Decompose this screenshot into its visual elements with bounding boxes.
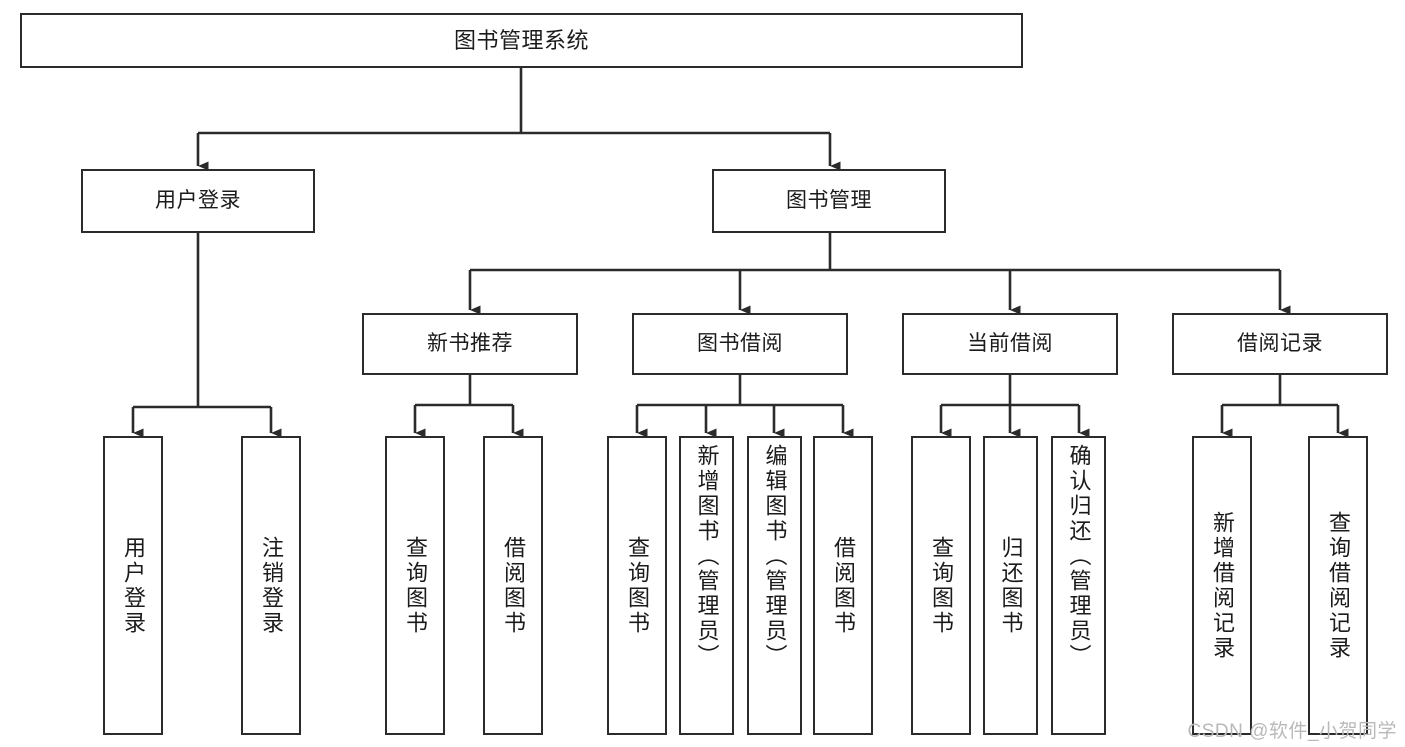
leaf-user-logout[interactable]: 注销登录 (241, 436, 301, 735)
node-label: 查询图书 (929, 535, 954, 636)
node-user-login[interactable]: 用户登录 (81, 169, 315, 233)
leaf-query-book-recommend[interactable]: 查询图书 (385, 436, 445, 735)
leaf-query-book-current[interactable]: 查询图书 (911, 436, 971, 735)
node-label: 图书借阅 (697, 331, 783, 355)
node-label: 新增借阅记录 (1210, 510, 1235, 661)
node-label: 注销登录 (259, 535, 284, 636)
node-label: 图书管理 (786, 188, 872, 212)
leaf-add-book-admin[interactable]: 新增图书（管理员） (679, 436, 734, 735)
node-label: 用户登录 (155, 188, 241, 212)
node-label: 借阅记录 (1237, 331, 1323, 355)
leaf-user-login[interactable]: 用户登录 (103, 436, 163, 735)
leaf-borrow-book[interactable]: 借阅图书 (813, 436, 873, 735)
leaf-confirm-return-admin[interactable]: 确认归还（管理员） (1051, 436, 1106, 735)
node-book-management[interactable]: 图书管理 (712, 169, 946, 233)
node-label: 查询图书 (625, 535, 650, 636)
node-label: 查询图书 (403, 535, 428, 636)
node-new-book-recommend[interactable]: 新书推荐 (362, 313, 578, 375)
node-label: 借阅图书 (831, 535, 856, 636)
node-label: 归还图书 (998, 535, 1024, 636)
node-label: 编辑图书（管理员） (762, 444, 788, 669)
leaf-return-book[interactable]: 归还图书 (983, 436, 1038, 735)
node-label: 查询借阅记录 (1326, 510, 1351, 661)
node-root-system[interactable]: 图书管理系统 (20, 13, 1023, 68)
watermark-text: CSDN @软件_小贺同学 (1187, 721, 1397, 742)
node-label: 借阅图书 (501, 535, 526, 636)
node-label: 当前借阅 (967, 331, 1053, 355)
node-label: 图书管理系统 (453, 27, 589, 53)
node-label: 用户登录 (121, 535, 146, 636)
leaf-edit-book-admin[interactable]: 编辑图书（管理员） (747, 436, 802, 735)
node-book-borrow[interactable]: 图书借阅 (632, 313, 848, 375)
leaf-borrow-book-recommend[interactable]: 借阅图书 (483, 436, 543, 735)
node-borrow-record[interactable]: 借阅记录 (1172, 313, 1388, 375)
leaf-query-book-borrow[interactable]: 查询图书 (607, 436, 667, 735)
leaf-query-borrow-record[interactable]: 查询借阅记录 (1308, 436, 1368, 735)
leaf-add-borrow-record[interactable]: 新增借阅记录 (1192, 436, 1252, 735)
node-label: 新增图书（管理员） (694, 444, 720, 669)
node-current-borrow[interactable]: 当前借阅 (902, 313, 1118, 375)
node-label: 确认归还（管理员） (1066, 444, 1092, 669)
node-label: 新书推荐 (427, 331, 513, 355)
